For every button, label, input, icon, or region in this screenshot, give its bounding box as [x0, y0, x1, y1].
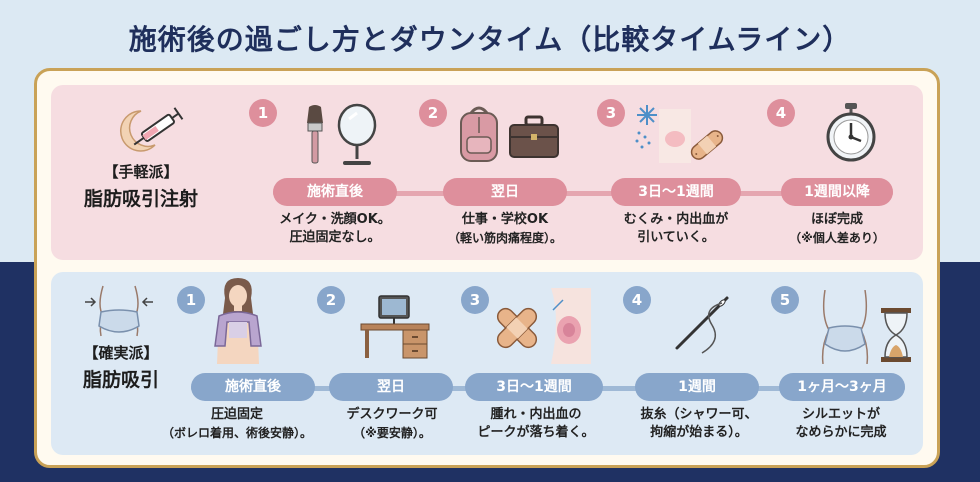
step-label: 翌日 — [443, 178, 567, 206]
step-label: 翌日 — [329, 373, 453, 401]
step-label: 3日〜1週間 — [465, 373, 603, 401]
step-description: メイク・洗顔OK。 圧迫固定なし。 — [247, 211, 423, 247]
step-desc-line: 抜糸（シャワー可、 — [640, 407, 758, 422]
step-desc-line: メイク・洗顔OK。 — [279, 212, 391, 227]
step-label: 施術直後 — [191, 373, 315, 401]
method-name: 脂肪吸引注射 — [83, 188, 198, 210]
method-label-casual: 【手軽派】 脂肪吸引注射 — [71, 161, 211, 211]
needle-thread-icon — [675, 296, 729, 354]
step-number: 3 — [597, 99, 625, 127]
comparison-frame: 【手軽派】 脂肪吸引注射 1 施術直後 メイク・洗顔OK。 圧迫固定なし。 2 — [34, 68, 940, 468]
backpack-icon — [460, 106, 498, 162]
cooling-icon — [635, 105, 691, 163]
step-label: 1週間以降 — [781, 178, 893, 206]
syringe-icon — [119, 107, 184, 152]
step-number: 3 — [461, 286, 489, 314]
bandage-icon — [496, 307, 538, 349]
woman-bolero-icon — [214, 278, 262, 364]
step-description: 腫れ・内出血の ピークが落ち着く。 — [451, 406, 621, 442]
step-desc-line: ピークが落ち着く。 — [477, 425, 595, 440]
step-description: シルエットが なめらかに完成 — [771, 406, 911, 442]
page-title: 施術後の過ごし方とダウンタイム（比較タイムライン） — [128, 23, 852, 56]
step-desc-line: 拘縮が始まる）。 — [650, 425, 748, 440]
step-desc-line: むくみ・内出血が — [623, 212, 729, 227]
step-label: 1週間 — [635, 373, 759, 401]
step-label: 施術直後 — [273, 178, 397, 206]
briefcase-icon — [509, 115, 559, 158]
stopwatch-icon — [826, 103, 876, 162]
step-number: 2 — [317, 286, 345, 314]
step-number: 1 — [249, 99, 277, 127]
step-description: むくみ・内出血が 引いていく。 — [591, 211, 761, 247]
waist-icon — [85, 285, 153, 337]
step-desc-line: 腫れ・内出血の — [490, 407, 582, 422]
bruise-icon — [551, 288, 591, 364]
step-number: 4 — [623, 286, 651, 314]
step-desc-line: シルエットが — [801, 407, 880, 422]
step-number: 1 — [177, 286, 205, 314]
step-number: 4 — [767, 99, 795, 127]
step-desc-line: 圧迫固定なし。 — [289, 230, 381, 245]
step-description: 圧迫固定 （ボレロ着用、術後安静）。 — [141, 406, 333, 442]
step-description: ほぼ完成 （※個人差あり） — [767, 211, 907, 247]
step-desc-line: 引いていく。 — [637, 230, 715, 245]
method-tag: 【手軽派】 — [103, 163, 179, 181]
panel-reliable: 【確実派】 脂肪吸引 1 施術直後 圧迫固定 （ボレロ着用、術後安静）。 2 — [51, 272, 923, 455]
step-label: 3日〜1週間 — [611, 178, 741, 206]
step-description: デスクワーク可 （※要安静）。 — [317, 406, 467, 442]
step-label: 1ヶ月〜3ヶ月 — [779, 373, 905, 401]
step-desc-line: なめらかに完成 — [795, 425, 887, 440]
step-desc-line: （ボレロ着用、術後安静）。 — [161, 426, 312, 440]
bandage-icon — [690, 130, 724, 160]
desk-computer-icon — [360, 295, 430, 359]
mirror-icon — [337, 103, 377, 165]
makeup-brush-icon — [307, 105, 323, 164]
step-number: 5 — [771, 286, 799, 314]
method-tag: 【確実派】 — [83, 344, 159, 362]
method-name: 脂肪吸引 — [82, 369, 159, 391]
step-description: 抜糸（シャワー可、 拘縮が始まる）。 — [619, 406, 779, 442]
timeline-track — [273, 191, 893, 196]
slim-waist-icon — [821, 290, 869, 364]
step-number: 2 — [419, 99, 447, 127]
step-desc-line: デスクワーク可 — [346, 407, 438, 422]
step-desc-line: （※要安静）。 — [353, 426, 431, 440]
step-desc-line: 圧迫固定 — [210, 407, 263, 422]
step-desc-line: （軽い筋肉痛程度）。 — [447, 231, 562, 245]
step-desc-line: ほぼ完成 — [810, 212, 863, 227]
method-label-reliable: 【確実派】 脂肪吸引 — [61, 342, 181, 392]
panel-casual: 【手軽派】 脂肪吸引注射 1 施術直後 メイク・洗顔OK。 圧迫固定なし。 2 — [51, 85, 923, 260]
hourglass-icon — [881, 308, 911, 362]
step-desc-line: 仕事・学校OK — [461, 212, 549, 227]
step-desc-line: （※個人差あり） — [789, 231, 885, 245]
step-description: 仕事・学校OK （軽い筋肉痛程度）。 — [417, 211, 593, 247]
